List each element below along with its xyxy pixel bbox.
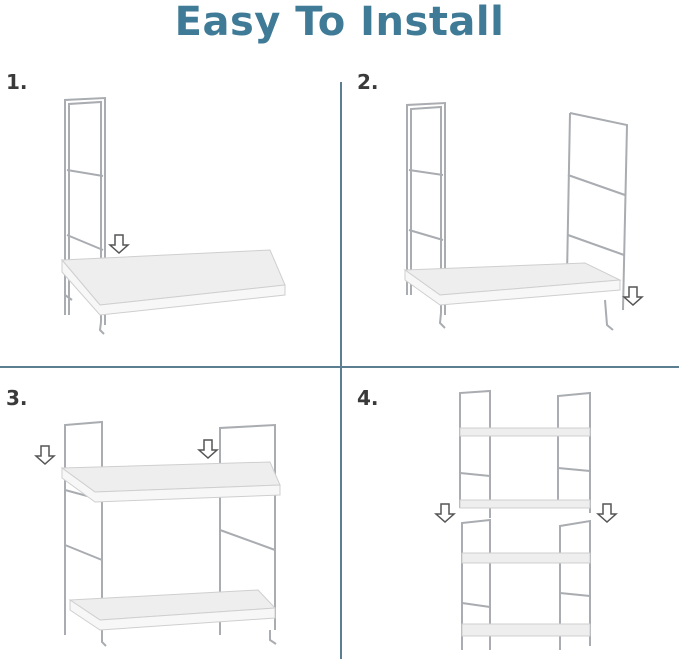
step-2-illustration <box>403 101 644 331</box>
step-3-illustration <box>34 420 281 647</box>
page-title: Easy To Install <box>174 0 505 45</box>
top-unit-lower-shelf <box>459 499 591 509</box>
step-4-illustration <box>434 389 618 650</box>
down-arrow-icon <box>197 439 219 460</box>
down-arrow-icon <box>108 234 130 255</box>
step-3-number: 3. <box>6 386 28 410</box>
step-1-illustration <box>60 96 286 335</box>
wire-frame-right <box>219 423 277 645</box>
upper-shelf-tray <box>60 461 281 503</box>
bottom-unit <box>461 518 591 650</box>
shelf-tray <box>403 262 622 306</box>
down-arrow-icon <box>34 445 56 466</box>
bottom-unit-upper-shelf <box>461 552 591 564</box>
top-unit-upper-shelf <box>459 427 591 437</box>
shelf-tray <box>60 249 286 316</box>
bottom-unit-lower-shelf <box>461 623 591 637</box>
wire-frame-left <box>64 96 106 335</box>
down-arrow-icon <box>596 503 618 524</box>
down-arrow-icon <box>622 286 644 307</box>
step-4-number: 4. <box>357 386 379 410</box>
step-2-number: 2. <box>357 70 379 94</box>
horizontal-divider <box>0 366 679 368</box>
down-arrow-icon <box>434 503 456 524</box>
step-1-number: 1. <box>6 70 28 94</box>
lower-shelf-tray <box>68 589 277 631</box>
top-unit <box>459 389 591 518</box>
vertical-divider <box>340 82 342 659</box>
wire-frame-left <box>406 101 446 329</box>
wire-frame-right <box>566 112 629 331</box>
